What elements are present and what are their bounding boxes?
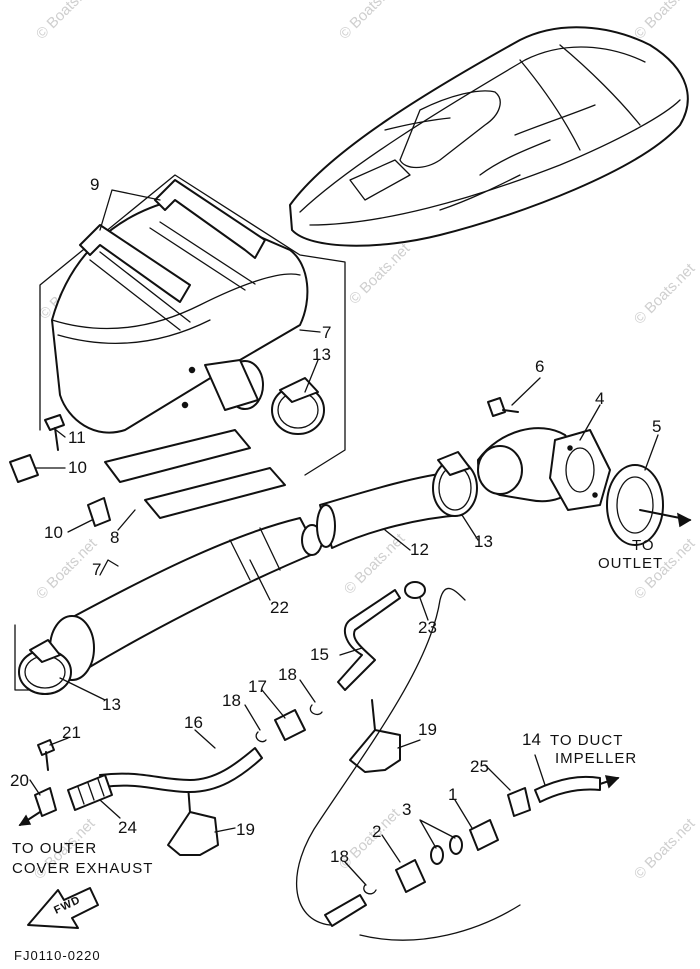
- callout-10: 10: [44, 523, 63, 542]
- callout-18: 18: [330, 847, 349, 866]
- to-outlet-label-line1: TO: [632, 537, 655, 554]
- outlet-gasket: [606, 464, 692, 546]
- callout-17: 17: [248, 677, 267, 696]
- callout-21: 21: [62, 723, 81, 742]
- callout-9: 9: [90, 175, 99, 194]
- callout-12: 12: [410, 540, 429, 559]
- callout-23: 23: [418, 618, 437, 637]
- callout-10: 10: [68, 458, 87, 477]
- watermark: © Boats.net: [33, 535, 101, 603]
- to-outer-label-line2: COVER EXHAUST: [12, 860, 153, 877]
- callout-18: 18: [278, 665, 297, 684]
- callout-4: 4: [595, 389, 604, 408]
- callout-18: 18: [222, 691, 241, 710]
- callout-22: 22: [270, 598, 289, 617]
- callout-20: 20: [10, 771, 29, 790]
- callout-5: 5: [652, 417, 661, 436]
- callout-19: 19: [418, 720, 437, 739]
- callout-numbers: 9 7 13 11 10 10 8 7 13 22 12 13 6 4 5 23…: [10, 175, 661, 866]
- callout-13: 13: [102, 695, 121, 714]
- outlet-elbow: [477, 427, 611, 511]
- elbow-bolt: [487, 397, 519, 417]
- leader-lines: [29, 189, 659, 886]
- hose-holder-lower: [167, 784, 219, 856]
- callout-13: 13: [312, 345, 331, 364]
- callout-11: 11: [68, 428, 86, 447]
- outer-cover-fitting: [18, 739, 113, 826]
- callout-7: 7: [322, 323, 331, 342]
- hose-clamp-upper: [271, 377, 325, 435]
- watercraft-hull-illustration: [289, 26, 689, 247]
- callout-19: 19: [236, 820, 255, 839]
- to-duct-label-line2: IMPELLER: [555, 750, 637, 767]
- callout-15: 15: [310, 645, 329, 664]
- callout-24: 24: [118, 818, 137, 837]
- gasket-strips: [104, 429, 286, 519]
- callout-7: 7: [92, 560, 101, 579]
- forward-direction-arrow: FWD: [27, 887, 99, 929]
- callout-8: 8: [110, 528, 119, 547]
- hose-holder-upper: [349, 699, 401, 773]
- callout-3: 3: [402, 800, 411, 819]
- to-outer-label-line1: TO OUTER: [12, 840, 97, 857]
- to-duct-label-line1: TO DUCT: [550, 732, 623, 749]
- callout-6: 6: [535, 357, 544, 376]
- watermark: © Boats.net: [631, 815, 699, 883]
- bolt-and-brackets: [9, 414, 111, 527]
- bypass-hose: [99, 747, 263, 793]
- to-outlet-label-line2: OUTLET: [598, 555, 663, 572]
- figure-code: FJ0110-0220: [14, 948, 101, 963]
- watermark: © Boats.net: [631, 0, 699, 43]
- callout-1: 1: [448, 785, 457, 804]
- watermark: © Boats.net: [346, 240, 414, 308]
- watermark: © Boats.net: [33, 0, 101, 43]
- nipple-fitting: [255, 704, 323, 743]
- callout-13: 13: [474, 532, 493, 551]
- bypass-fittings-chain: [295, 587, 620, 941]
- watermark: © Boats.net: [336, 0, 404, 43]
- callout-16: 16: [184, 713, 203, 732]
- watermark: © Boats.net: [631, 260, 699, 328]
- muffler-box: [51, 179, 309, 434]
- callout-14: 14: [522, 730, 541, 749]
- hose-clamp-middle: [432, 451, 478, 517]
- text-labels: TO OUTLET TO DUCT IMPELLER TO OUTER COVE…: [12, 537, 663, 963]
- exhaust-pipe: [49, 517, 323, 681]
- callout-25: 25: [470, 757, 489, 776]
- callout-2: 2: [372, 822, 381, 841]
- water-hose-bent: [337, 581, 426, 691]
- hose-clamp-lower: [18, 639, 72, 695]
